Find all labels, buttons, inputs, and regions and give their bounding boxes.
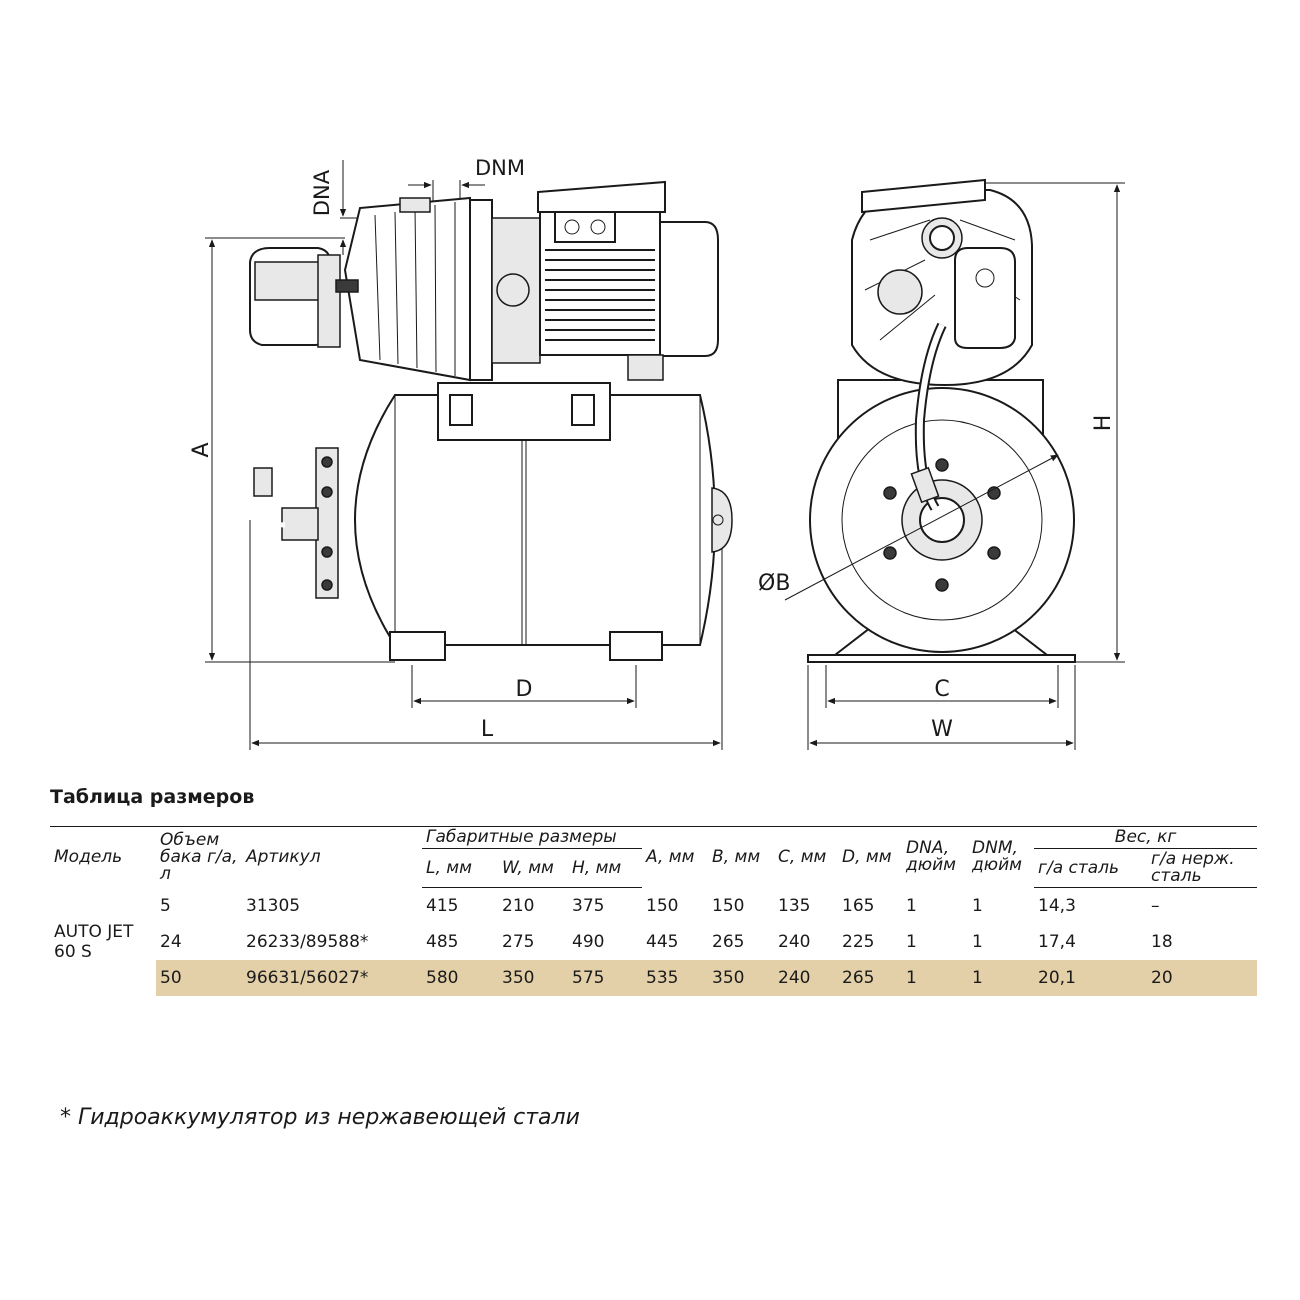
cell-dnm: 1 xyxy=(972,932,983,952)
cell-l: 415 xyxy=(426,896,459,916)
cell-l: 580 xyxy=(422,960,498,996)
dimensions-table: Модель Объем бака г/а, л Артикул Габарит… xyxy=(50,826,1258,996)
cell-dnm: 1 xyxy=(968,960,1035,996)
cell-a: 150 xyxy=(646,895,679,916)
front-view: H C W ØB xyxy=(758,178,1125,750)
cell-dna: 1 xyxy=(906,932,917,952)
cell-volume: 5 xyxy=(160,895,171,916)
cell-weight-steel: 17,4 xyxy=(1038,932,1076,952)
cell-weight-stainless: – xyxy=(1151,896,1160,916)
cell-volume: 24 xyxy=(160,932,182,952)
cell-w: 210 xyxy=(502,896,535,916)
model-name: AUTO JET 60 S xyxy=(54,921,134,962)
cell-w: 350 xyxy=(498,960,568,996)
header-d: D, мм xyxy=(838,826,903,888)
cell-a: 535 xyxy=(642,960,709,996)
header-dna: DNA, дюйм xyxy=(902,826,969,888)
cell-weight-stainless: 18 xyxy=(1151,932,1173,952)
cell-d: 165 xyxy=(842,895,875,916)
dimension-label-dna: DNA xyxy=(310,169,334,216)
header-weight-stainless: г/а нерж. сталь xyxy=(1147,848,1258,888)
header-model: Модель xyxy=(50,826,156,888)
dimension-label-a: A xyxy=(189,442,214,457)
cell-b: 265 xyxy=(712,932,745,952)
side-view: A L D DNA DNM xyxy=(189,156,733,750)
header-article: Артикул xyxy=(242,826,422,888)
cell-h: 490 xyxy=(572,932,605,952)
table-row-highlighted: 50 96631/56027* 580 350 575 535 350 240 … xyxy=(50,960,1258,996)
header-w: W, мм xyxy=(498,848,568,888)
cell-dnm: 1 xyxy=(972,895,983,916)
cell-d: 225 xyxy=(842,932,875,952)
header-volume: Объем бака г/а, л xyxy=(156,826,242,888)
cell-c: 240 xyxy=(774,960,839,996)
cell-w: 275 xyxy=(502,932,535,952)
cell-weight-steel: 14,3 xyxy=(1038,896,1076,916)
dimension-label-d: D xyxy=(516,677,533,702)
cell-h: 575 xyxy=(568,960,643,996)
cell-a: 445 xyxy=(646,932,679,952)
pump-station-drawing: A L D DNA DNM xyxy=(189,156,1125,750)
pressure-tank xyxy=(354,394,716,646)
dimension-label-b: ØB xyxy=(758,571,790,596)
pump-casing xyxy=(343,196,471,382)
footnote: * Гидроаккумулятор из нержавеющей стали xyxy=(60,1105,580,1130)
header-c: C, мм xyxy=(774,826,839,888)
header-l: L, мм xyxy=(422,848,498,888)
cell-dna: 1 xyxy=(902,960,969,996)
cell-c: 240 xyxy=(778,932,811,952)
cell-b: 350 xyxy=(708,960,775,996)
header-b: B, мм xyxy=(708,826,775,888)
cell-article: 26233/89588* xyxy=(246,932,369,952)
dimension-label-w: W xyxy=(931,717,953,742)
table-row: 24 26233/89588* 485 275 490 445 265 240 … xyxy=(50,924,1257,960)
dimension-label-h: H xyxy=(1091,415,1116,432)
cell-l: 485 xyxy=(426,932,459,952)
header-h: H, мм xyxy=(568,848,643,888)
table-title: Таблица размеров xyxy=(50,786,255,808)
cell-c: 135 xyxy=(778,895,811,916)
cell-h: 375 xyxy=(572,896,605,916)
cell-weight-stainless: 20 xyxy=(1147,960,1258,996)
cell-article: 31305 xyxy=(246,895,301,916)
cell-dna: 1 xyxy=(906,895,917,916)
header-dnm: DNM, дюйм xyxy=(968,826,1035,888)
cell-b: 150 xyxy=(712,895,745,916)
header-a: A, мм xyxy=(642,826,709,888)
dimension-label-dnm: DNM xyxy=(475,156,525,180)
header-overall: Габаритные размеры xyxy=(422,826,643,849)
cell-article: 96631/56027* xyxy=(242,960,422,996)
cell-d: 265 xyxy=(838,960,903,996)
table-row: AUTO JET 60 S 5 31305 415 210 375 150 15… xyxy=(50,888,1257,962)
cell-volume: 50 xyxy=(156,960,242,996)
header-weight-steel: г/а сталь xyxy=(1034,848,1148,888)
dimension-label-l: L xyxy=(481,717,494,742)
dimension-label-c: C xyxy=(934,677,949,702)
header-weight: Вес, кг xyxy=(1034,826,1258,849)
cell-weight-steel: 20,1 xyxy=(1034,960,1148,996)
